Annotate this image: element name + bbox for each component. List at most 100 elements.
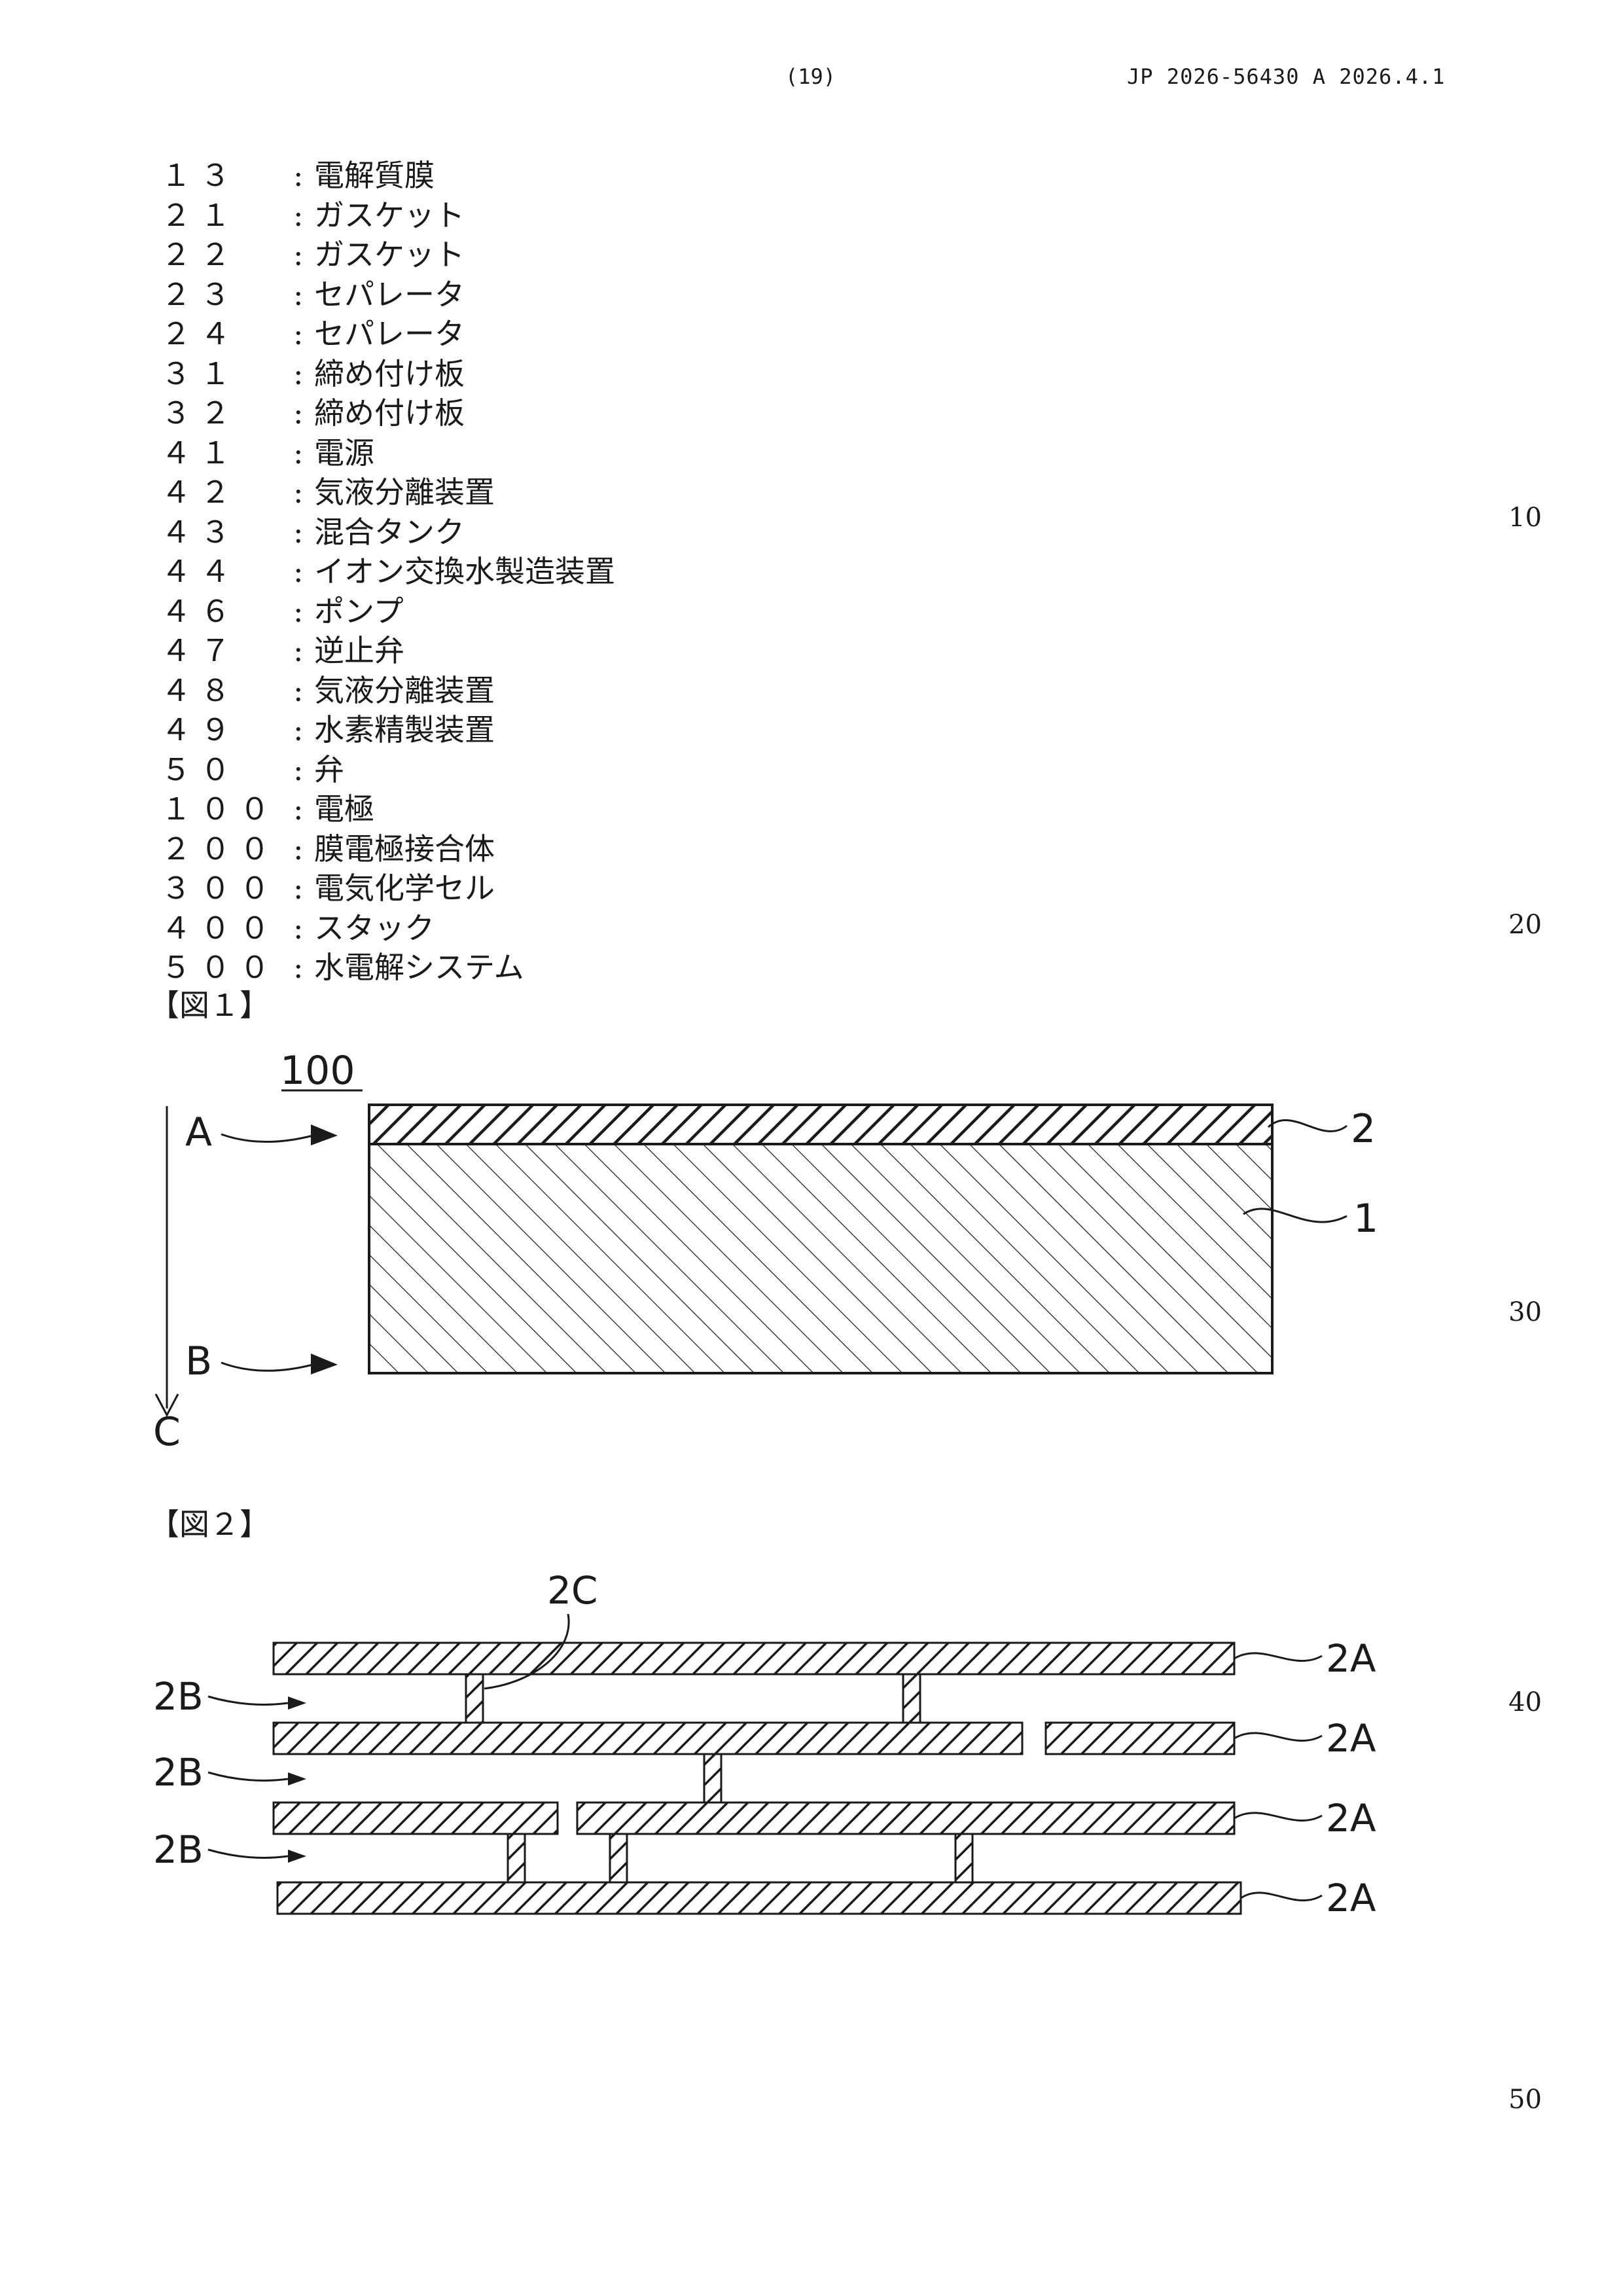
ref-row: ４７:逆止弁 (161, 631, 615, 671)
ref-label: 逆止弁 (314, 633, 404, 668)
figure-1-drawing: 100 A B C 2 1 (0, 1034, 1623, 1460)
line-number: 20 (1508, 910, 1542, 940)
ref-label: 混合タンク (314, 514, 465, 550)
ref-row: ４１:電源 (161, 433, 615, 473)
layer-leader (1241, 1893, 1322, 1901)
layer-plate (577, 1803, 1234, 1834)
ref-label: 気液分離装置 (314, 673, 495, 708)
ref-row: ４９:水素精製装置 (161, 710, 615, 750)
ref-row: １３:電解質膜 (161, 156, 615, 196)
ref-number: ４６ (161, 592, 293, 632)
gap-label: 2B (153, 1674, 204, 1719)
line-number: 50 (1508, 2085, 1542, 2115)
ref-number: ２４ (161, 314, 293, 354)
ref-label: セパレータ (314, 277, 465, 312)
figure-1-label: 【図１】 (149, 982, 270, 1025)
ref-number: ４９ (161, 710, 293, 750)
connector-pillar (903, 1674, 920, 1723)
ref-row: ３００:電気化学セル (161, 869, 615, 908)
line-number: 10 (1508, 503, 1542, 533)
ref-number: ４２ (161, 473, 293, 512)
ref-number: ４４ (161, 552, 293, 592)
ref-number: １００ (161, 789, 293, 829)
ref-label: 水電解システム (314, 950, 524, 985)
electrode-substrate (369, 1144, 1272, 1373)
ref-row: １００:電極 (161, 789, 615, 829)
figure-2-drawing: 2C 2B 2B 2B 2A 2A 2A 2A (0, 1551, 1623, 1924)
ref-number: ４３ (161, 512, 293, 552)
ref-row: ４００:スタック (161, 908, 615, 948)
ref-number: ３１ (161, 354, 293, 394)
ref-label: 水素精製装置 (314, 712, 495, 747)
layer-plate (274, 1803, 558, 1834)
ref-label: 膜電極接合体 (314, 831, 495, 867)
gap-arrow (208, 1772, 288, 1780)
ref-label: 締め付け板 (314, 356, 465, 391)
gap-arrow (208, 1696, 288, 1704)
layer-plate (274, 1643, 1234, 1674)
ref-row: ２１:ガスケット (161, 196, 615, 236)
layer-label: 2A (1326, 1796, 1376, 1840)
ref-label: 電源 (314, 435, 374, 471)
ref-row: ２４:セパレータ (161, 314, 615, 354)
ref-number: ４７ (161, 631, 293, 671)
ref-label: 電解質膜 (314, 158, 435, 193)
ref-label: 気液分離装置 (314, 475, 495, 510)
ref-number: ２１ (161, 196, 293, 236)
gap-arrow (208, 1850, 288, 1857)
arrow-b-label: B (185, 1338, 212, 1384)
ref-number: ４００ (161, 908, 293, 948)
ref-label: イオン交換水製造装置 (314, 554, 615, 589)
ref-row: ４４:イオン交換水製造装置 (161, 552, 615, 592)
layer-plate (274, 1723, 1022, 1754)
ref-label: スタック (314, 910, 435, 946)
layer-label: 2A (1326, 1876, 1376, 1920)
ref-label: 電極 (314, 791, 374, 827)
ref-number: ２００ (161, 829, 293, 869)
ref-number: ４８ (161, 671, 293, 711)
connector-pillar (955, 1834, 972, 1882)
connector-label: 2C (547, 1568, 597, 1613)
ref-label: ガスケット (314, 237, 465, 272)
publication-info: JP 2026-56430 A 2026.4.1 (1127, 64, 1445, 89)
connector-pillar (466, 1674, 483, 1723)
ref-label: セパレータ (314, 316, 465, 351)
ref-number: ２３ (161, 275, 293, 315)
layer-1-label: 1 (1353, 1196, 1378, 1242)
layer-plate (277, 1882, 1241, 1914)
figure-2-label: 【図２】 (149, 1501, 270, 1544)
ref-row: ３１:締め付け板 (161, 354, 615, 394)
arrow-a (221, 1134, 313, 1142)
electrode-ref-label: 100 (280, 1048, 355, 1094)
layer-2-label: 2 (1351, 1106, 1376, 1152)
ref-row: ４６:ポンプ (161, 592, 615, 632)
ref-label: ガスケット (314, 198, 465, 233)
ref-row: ２２:ガスケット (161, 235, 615, 275)
ref-label: 締め付け板 (314, 395, 465, 431)
ref-number: ３２ (161, 393, 293, 433)
layer-leader (1234, 1653, 1322, 1661)
ref-row: ２３:セパレータ (161, 275, 615, 315)
gap-label: 2B (153, 1827, 204, 1872)
ref-label: 弁 (314, 752, 344, 787)
ref-row: ２００:膜電極接合体 (161, 829, 615, 869)
ref-number: １３ (161, 156, 293, 196)
ref-row: ４８:気液分離装置 (161, 671, 615, 711)
ref-label: 電気化学セル (314, 870, 495, 906)
ref-row: ４２:気液分離装置 (161, 473, 615, 512)
ref-row: ４３:混合タンク (161, 512, 615, 552)
ref-row: ３２:締め付け板 (161, 393, 615, 433)
connector-pillar (610, 1834, 627, 1882)
layer-label: 2A (1326, 1716, 1376, 1761)
reference-sign-list: １３:電解質膜 ２１:ガスケット ２２:ガスケット ２３:セパレータ ２４:セパ… (161, 156, 615, 988)
ref-row: ５０:弁 (161, 750, 615, 790)
page-number: (19) (785, 64, 836, 89)
connector-pillar (508, 1834, 525, 1882)
leader-2 (1268, 1120, 1347, 1131)
gap-label: 2B (153, 1750, 204, 1795)
layer-leader (1234, 1813, 1322, 1821)
catalyst-layer (369, 1105, 1272, 1144)
ref-label: ポンプ (314, 594, 404, 629)
ref-number: ３００ (161, 869, 293, 908)
layer-label: 2A (1326, 1636, 1376, 1681)
